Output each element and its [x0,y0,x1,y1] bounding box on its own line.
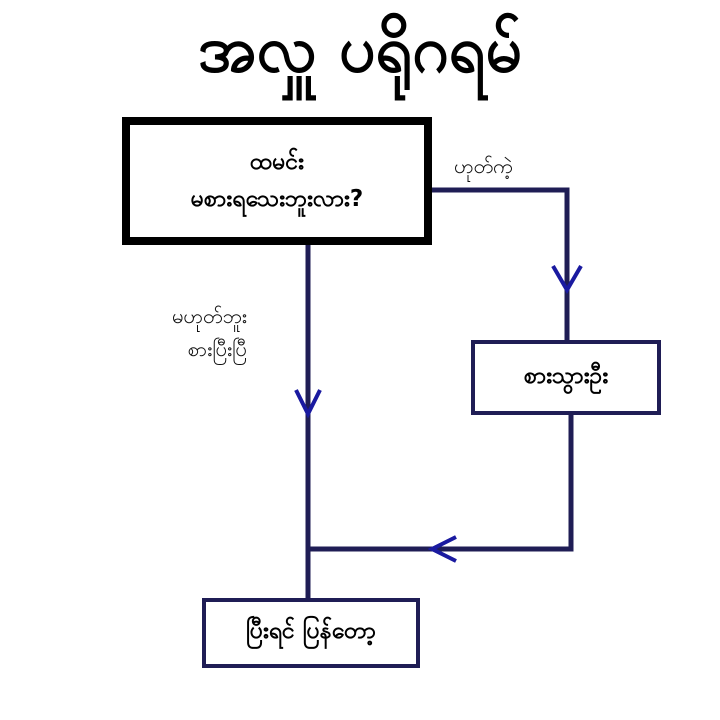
eat-more-label: စားသွားဦး [523,362,609,389]
question-box: ထမင်း မစားရသေးဘူးလား? [122,117,432,245]
arrowhead-no [294,389,322,419]
yes-label: ဟုတ်ကဲ့ [454,154,513,178]
come-back-box: ပြီးရင် ပြန်တော့ [202,598,420,668]
arrowhead-return [427,535,457,563]
come-back-label: ပြီးရင် ပြန်တော့ [245,618,376,644]
arrowhead-yes [551,264,583,294]
eat-more-box: စားသွားဦး [471,340,661,415]
yes-branch-line [432,187,570,340]
diagram-title: အလှူ ပရိုဂရမ် [197,13,523,87]
return-line [308,415,574,552]
no-label-line-2: စားပြီးပြီ [187,337,247,361]
no-label-line-1: မဟုတ်ဘူး [172,304,247,328]
question-line-2: မစားရသေးဘူးလား? [190,186,364,212]
no-label: မဟုတ်ဘူး စားပြီးပြီ [172,300,247,366]
question-line-1: ထမင်း [250,149,304,176]
